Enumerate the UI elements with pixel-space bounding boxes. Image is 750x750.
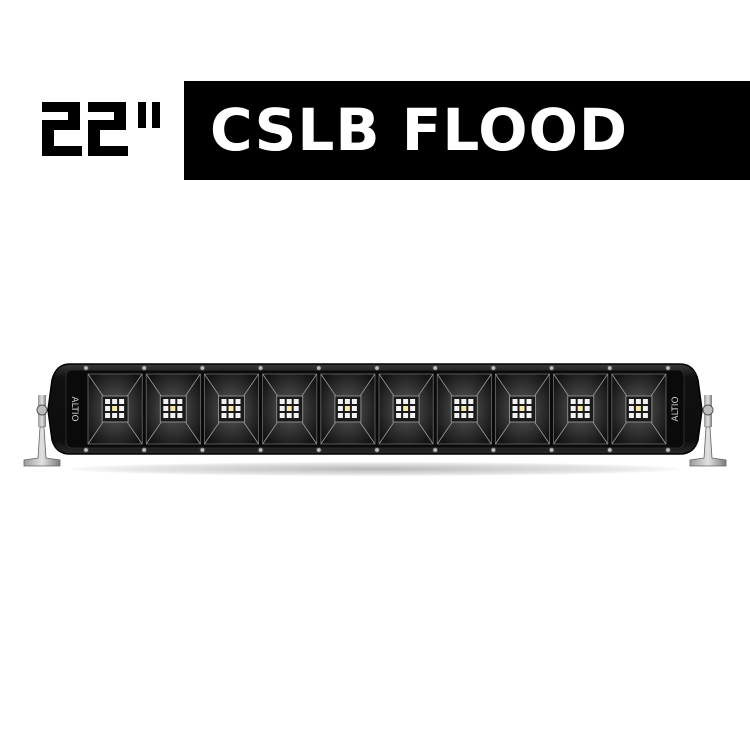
screw	[141, 447, 148, 453]
screw	[199, 447, 206, 453]
right-bracket	[689, 395, 727, 467]
screw	[315, 447, 322, 453]
screw	[83, 447, 89, 453]
led-module	[436, 373, 492, 445]
screw	[257, 365, 264, 371]
brand-mark-left: ALTIO	[69, 396, 79, 421]
size-label-glyphs	[42, 102, 160, 156]
led-modules	[87, 373, 667, 445]
led-module	[87, 373, 143, 445]
led-module	[203, 373, 259, 445]
led-module	[553, 373, 609, 445]
screw	[315, 365, 322, 371]
light-bar-graphic: ALTIO ALTIO	[23, 363, 727, 467]
size-label: 22"	[40, 96, 162, 160]
screw	[490, 447, 497, 453]
led-module	[378, 373, 434, 445]
screw	[490, 365, 497, 371]
led-module	[494, 373, 550, 445]
screw	[432, 447, 439, 453]
screw	[606, 447, 613, 453]
brand-mark-right: ALTIO	[671, 396, 681, 421]
screw	[257, 447, 264, 453]
screw	[83, 365, 89, 371]
led-module	[611, 373, 667, 445]
screw	[141, 365, 148, 371]
led-module	[262, 373, 318, 445]
title-banner: CSLB FLOOD	[184, 81, 750, 180]
led-module	[320, 373, 376, 445]
screw	[374, 365, 380, 371]
left-bracket	[23, 395, 61, 467]
screw	[374, 447, 380, 453]
screw	[548, 365, 555, 371]
led-module	[145, 373, 201, 445]
product-title: CSLB FLOOD	[210, 96, 629, 164]
housing-screws	[83, 365, 671, 453]
screw	[548, 447, 555, 453]
product-shadow	[70, 462, 680, 476]
screw	[606, 365, 613, 371]
screw	[199, 365, 206, 371]
led-light-bar-image: ALTIO ALTIO	[0, 340, 750, 490]
screw	[665, 447, 671, 453]
screw	[665, 365, 671, 371]
screw	[432, 365, 439, 371]
